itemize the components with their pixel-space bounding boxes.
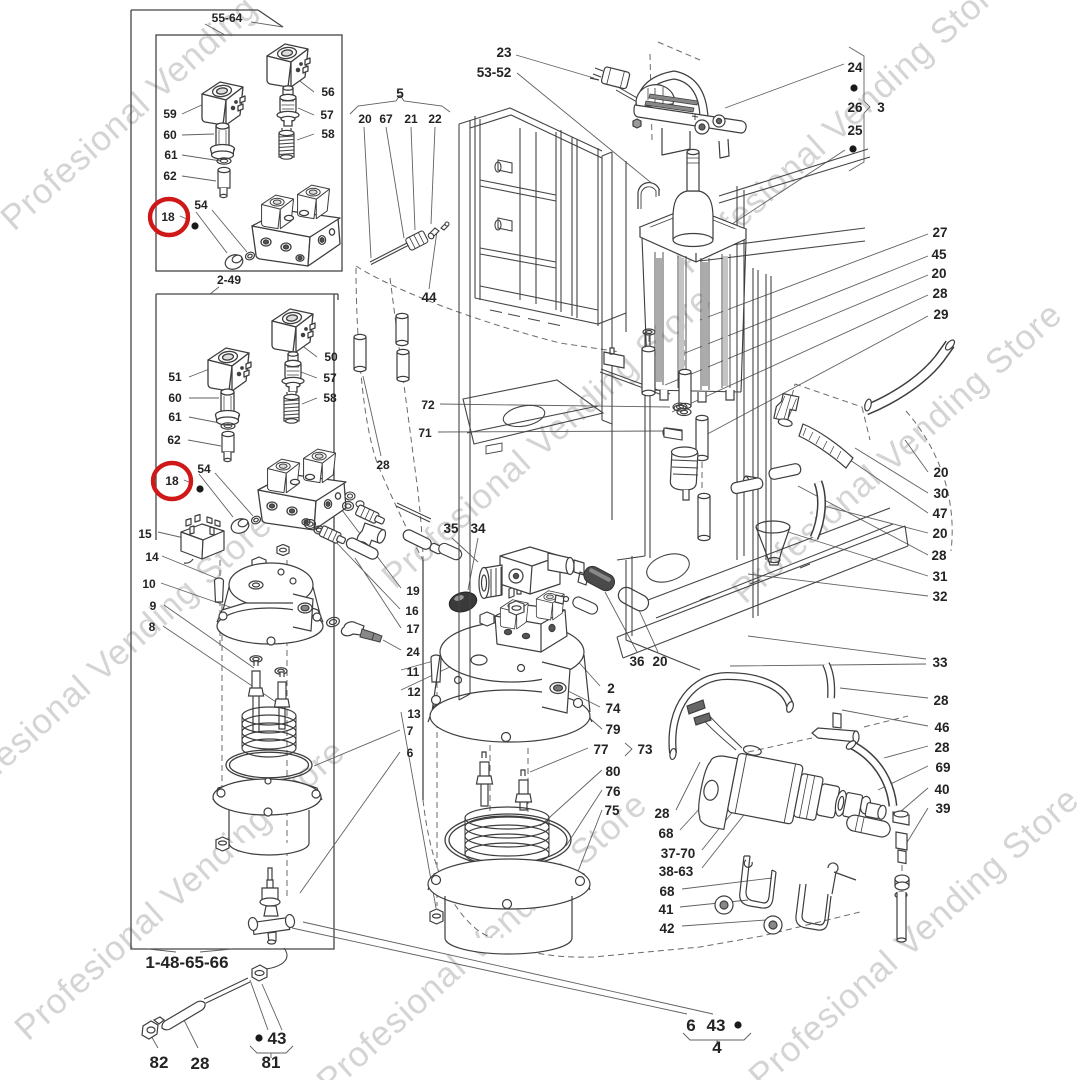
svg-text:32: 32	[932, 589, 947, 604]
svg-text:5: 5	[396, 86, 404, 101]
svg-text:58: 58	[323, 391, 337, 405]
svg-text:6: 6	[686, 1016, 695, 1035]
svg-text:13: 13	[407, 707, 421, 721]
svg-text:71: 71	[418, 426, 432, 440]
svg-text:68: 68	[658, 826, 674, 841]
svg-text:28: 28	[932, 286, 948, 301]
svg-text:62: 62	[163, 169, 177, 183]
svg-text:28: 28	[191, 1054, 210, 1073]
svg-text:4: 4	[712, 1038, 722, 1057]
svg-text:75: 75	[604, 803, 620, 818]
svg-text:40: 40	[934, 782, 949, 797]
svg-text:26: 26	[847, 100, 863, 115]
svg-text:73: 73	[637, 742, 653, 757]
svg-text:51: 51	[168, 370, 182, 384]
svg-text:47: 47	[932, 506, 947, 521]
svg-text:24: 24	[847, 60, 863, 75]
svg-text:1-48-65-66: 1-48-65-66	[145, 953, 228, 972]
svg-text:3: 3	[877, 100, 885, 115]
svg-text:20: 20	[652, 654, 667, 669]
svg-text:80: 80	[605, 764, 620, 779]
svg-text:55-64: 55-64	[212, 11, 243, 25]
svg-text:39: 39	[935, 801, 950, 816]
svg-text:8: 8	[149, 620, 156, 634]
svg-text:27: 27	[932, 225, 947, 240]
svg-text:60: 60	[168, 391, 182, 405]
svg-text:25: 25	[847, 123, 863, 138]
svg-text:16: 16	[405, 604, 419, 618]
svg-text:50: 50	[324, 350, 338, 364]
svg-text:35: 35	[443, 521, 459, 536]
svg-text:82: 82	[150, 1053, 169, 1072]
svg-text:20: 20	[932, 526, 947, 541]
svg-text:24: 24	[406, 645, 420, 659]
svg-text:38-63: 38-63	[659, 864, 694, 879]
svg-text:67: 67	[379, 112, 393, 126]
svg-text:54: 54	[197, 462, 211, 476]
svg-text:42: 42	[659, 921, 674, 936]
svg-text:76: 76	[605, 784, 621, 799]
svg-text:57: 57	[320, 108, 334, 122]
svg-text:36: 36	[629, 654, 645, 669]
svg-text:28: 28	[933, 693, 949, 708]
svg-text:6: 6	[407, 746, 414, 760]
svg-text:28: 28	[654, 806, 670, 821]
svg-text:57: 57	[323, 371, 337, 385]
svg-text:77: 77	[593, 742, 608, 757]
svg-text:15: 15	[138, 527, 152, 541]
svg-text:9: 9	[150, 599, 157, 613]
svg-text:20: 20	[931, 266, 946, 281]
svg-text:11: 11	[407, 665, 420, 679]
svg-text:68: 68	[659, 884, 675, 899]
svg-text:81: 81	[262, 1053, 281, 1072]
svg-text:53-52: 53-52	[477, 65, 512, 80]
svg-text:41: 41	[658, 902, 674, 917]
svg-text:54: 54	[194, 198, 208, 212]
svg-text:72: 72	[421, 398, 435, 412]
svg-text:34: 34	[470, 521, 486, 536]
svg-text:79: 79	[605, 722, 620, 737]
svg-text:61: 61	[164, 148, 178, 162]
svg-text:20: 20	[358, 112, 372, 126]
svg-text:2: 2	[607, 681, 615, 696]
svg-text:45: 45	[931, 247, 947, 262]
svg-text:21: 21	[404, 112, 418, 126]
svg-text:20: 20	[933, 465, 948, 480]
svg-text:43: 43	[707, 1016, 726, 1035]
svg-text:61: 61	[168, 410, 182, 424]
svg-text:29: 29	[933, 307, 948, 322]
svg-text:22: 22	[428, 112, 442, 126]
svg-text:60: 60	[163, 128, 177, 142]
svg-text:58: 58	[321, 127, 335, 141]
svg-text:28: 28	[376, 458, 390, 472]
svg-text:19: 19	[406, 584, 420, 598]
svg-text:31: 31	[932, 569, 948, 584]
svg-text:23: 23	[496, 45, 512, 60]
svg-text:46: 46	[934, 720, 950, 735]
svg-text:62: 62	[167, 433, 181, 447]
svg-text:18: 18	[161, 210, 175, 224]
svg-text:7: 7	[407, 724, 414, 738]
svg-text:18: 18	[165, 474, 179, 488]
svg-text:69: 69	[935, 760, 950, 775]
svg-text:28: 28	[931, 548, 947, 563]
svg-text:37-70: 37-70	[661, 846, 696, 861]
svg-text:30: 30	[933, 486, 948, 501]
svg-text:59: 59	[163, 107, 177, 121]
svg-text:44: 44	[421, 290, 437, 305]
svg-text:14: 14	[145, 550, 159, 564]
svg-text:28: 28	[934, 740, 950, 755]
svg-text:10: 10	[142, 577, 156, 591]
svg-text:56: 56	[321, 85, 335, 99]
svg-text:17: 17	[406, 622, 420, 636]
svg-text:2-49: 2-49	[217, 273, 241, 287]
svg-text:12: 12	[407, 685, 421, 699]
svg-text:74: 74	[605, 701, 621, 716]
svg-text:43: 43	[268, 1029, 287, 1048]
svg-text:33: 33	[932, 655, 948, 670]
